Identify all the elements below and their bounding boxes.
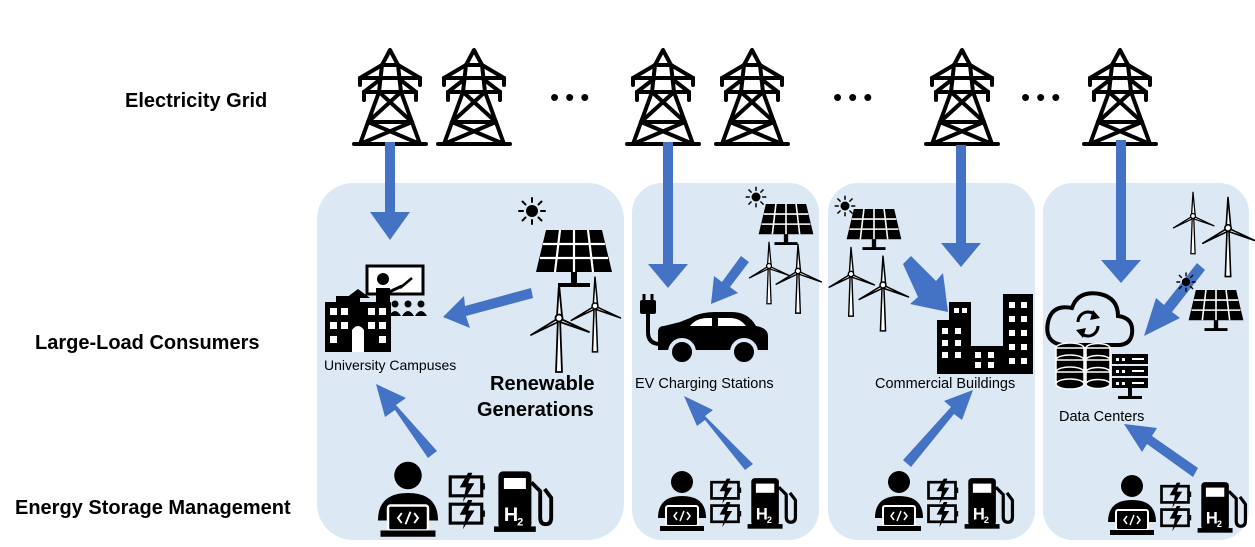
renewable-label-line2: Generations [477, 399, 594, 421]
hydrogen-symbol: H [1206, 508, 1218, 527]
university-campus-icon [325, 264, 427, 352]
sun-icon [1176, 272, 1196, 292]
row-label-storage: Energy Storage Management [15, 497, 291, 519]
ev-car-icon [640, 294, 768, 366]
arrow-storage-to-ev [684, 396, 753, 470]
transmission-tower-icon [1082, 48, 1158, 146]
panel-label-commercial: Commercial Buildings [875, 376, 1015, 392]
hydrogen-pump-icon: H 2 [1195, 480, 1248, 535]
hydrogen-pump-icon: H 2 [962, 476, 1015, 531]
transmission-tower-icon [625, 48, 701, 146]
ellipsis: ••• [833, 82, 878, 112]
hydrogen-subscript: 2 [517, 516, 523, 528]
panel-commercial [828, 183, 1035, 540]
sun-icon [745, 186, 767, 208]
row-label-consumers: Large-Load Consumers [35, 332, 259, 354]
transmission-tower-icon [352, 48, 428, 146]
sun-icon [834, 195, 856, 217]
arrow-renewable-to-university [443, 288, 533, 328]
renewable-label-line1: Renewable [490, 373, 594, 395]
panel-label-datacenter: Data Centers [1059, 409, 1144, 425]
arrow-grid-to-ev [648, 142, 688, 288]
hydrogen-subscript: 2 [767, 515, 772, 525]
storage-group-datacenter: H 2 [1107, 474, 1248, 536]
panel-label-university: University Campuses [324, 357, 456, 373]
arrow-storage-to-commercial [903, 390, 973, 467]
transmission-tower-icon [436, 48, 512, 146]
transmission-tower-icon [714, 48, 790, 146]
arrow-grid-to-datacenter [1101, 140, 1141, 283]
hydrogen-pump-icon: H 2 [492, 469, 554, 534]
sun-icon [518, 197, 546, 225]
hydrogen-symbol: H [756, 504, 768, 523]
hydrogen-pump-icon: H 2 [745, 476, 798, 531]
data-center-icon [1045, 291, 1148, 399]
arrow-storage-to-datacenter [1124, 424, 1198, 477]
transmission-tower-icon [924, 48, 1000, 146]
hydrogen-subscript: 2 [984, 515, 989, 525]
panel-label-ev: EV Charging Stations [635, 376, 774, 392]
flow-arrows [370, 140, 1205, 477]
storage-group-university: H 2 [376, 460, 554, 538]
storage-group-commercial: H 2 [874, 470, 1015, 532]
storage-group-ev: H 2 [657, 470, 798, 532]
arrow-renewable-to-commercial [903, 256, 948, 312]
arrow-storage-to-university [376, 384, 437, 458]
arrow-renewable-to-ev [711, 256, 749, 304]
hydrogen-subscript: 2 [1217, 519, 1222, 529]
arrow-grid-to-university [370, 142, 410, 240]
hydrogen-symbol: H [973, 504, 985, 523]
hydrogen-symbol: H [504, 504, 518, 526]
arrow-grid-to-commercial [941, 145, 981, 267]
row-label-grid: Electricity Grid [125, 90, 267, 112]
ellipsis: ••• [1021, 82, 1066, 112]
ellipsis: ••• [550, 82, 595, 112]
